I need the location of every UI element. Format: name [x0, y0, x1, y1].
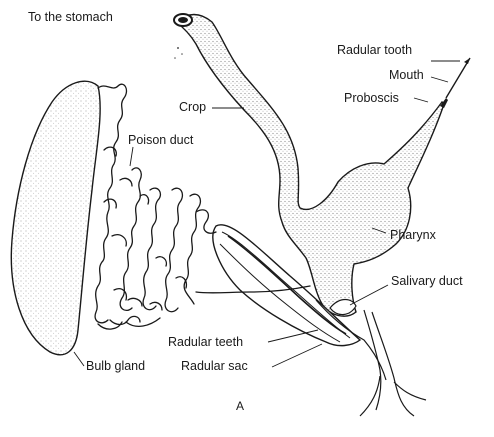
- crop-pharynx-shape: [176, 15, 444, 317]
- label-pharynx: Pharynx: [390, 229, 436, 242]
- label-radular-tooth: Radular tooth: [337, 44, 412, 57]
- radular-tooth-shape: [446, 58, 470, 98]
- label-proboscis: Proboscis: [344, 92, 399, 105]
- label-poison-duct: Poison duct: [128, 134, 193, 147]
- label-crop: Crop: [179, 101, 206, 114]
- label-salivary-duct: Salivary duct: [391, 275, 463, 288]
- figure-panel-letter: A: [236, 400, 244, 412]
- label-radular-teeth: Radular teeth: [168, 336, 243, 349]
- label-to-stomach: To the stomach: [28, 11, 113, 24]
- label-mouth: Mouth: [389, 69, 424, 82]
- label-bulb-gland: Bulb gland: [86, 360, 145, 373]
- bulb-gland-shape: [11, 81, 100, 355]
- label-radular-sac: Radular sac: [181, 360, 248, 373]
